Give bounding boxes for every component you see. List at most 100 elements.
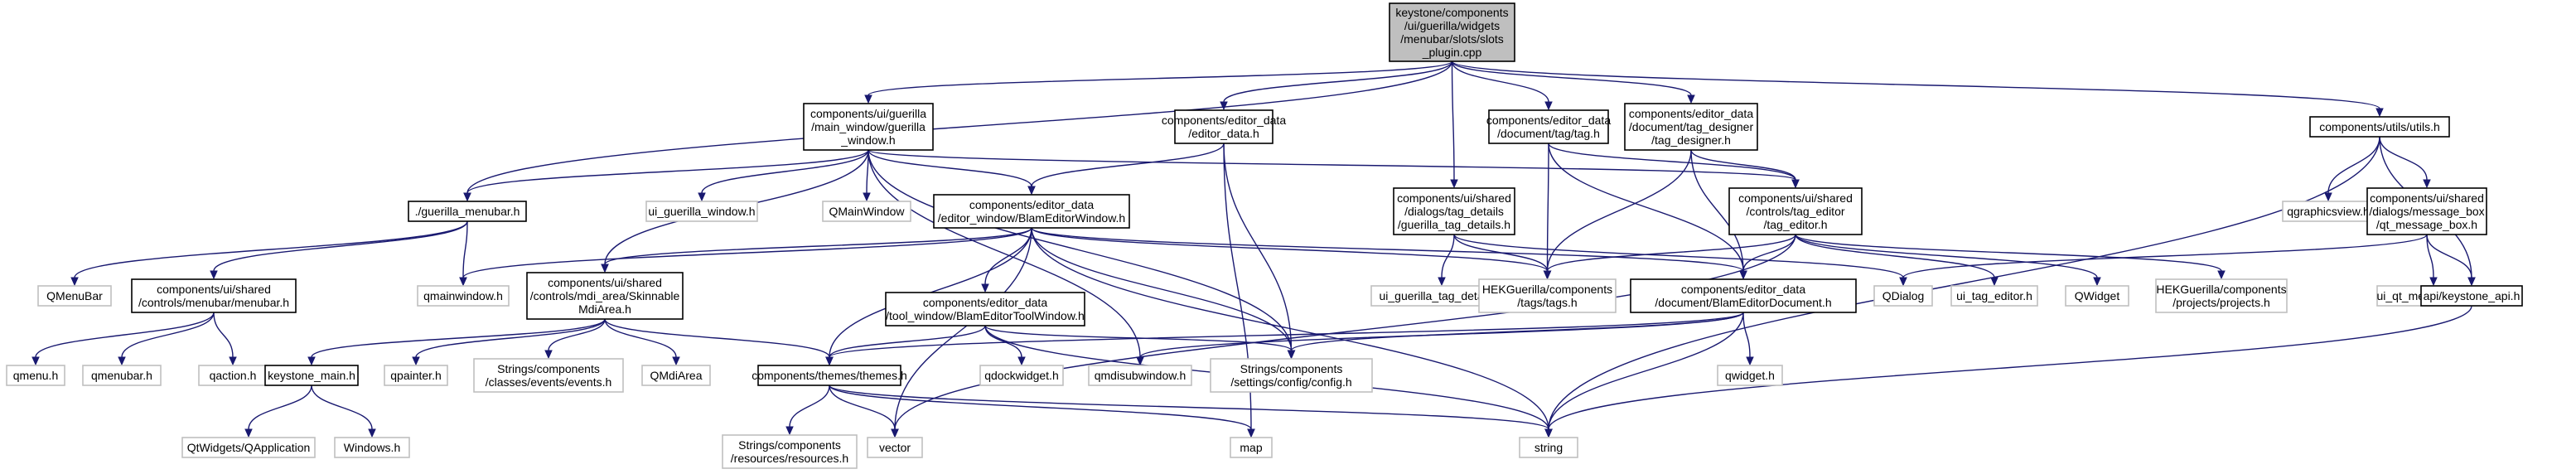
edge-line: [35, 312, 215, 358]
node-label-line: qgraphicsview.h: [2287, 205, 2370, 218]
node-message_box[interactable]: components/ui/shared/dialogs/message_box…: [2366, 187, 2487, 235]
edge-tag_editor-to-tags: [1543, 234, 1796, 280]
node-guerilla_tag_details[interactable]: components/ui/shared/dialogs/tag_details…: [1393, 187, 1515, 235]
edge-line: [829, 312, 1744, 358]
node-qmenu: qmenu.h: [6, 365, 65, 386]
edge-line: [829, 385, 1252, 430]
edge-line: [248, 385, 312, 430]
node-label-line: components/editor_data: [1629, 107, 1753, 120]
edge-line: [1548, 312, 1744, 430]
edge-blam_editor_window-to-qmainwindow_h: [459, 227, 1032, 287]
node-box: [384, 365, 448, 386]
node-label-line: components/ui/shared: [548, 276, 662, 289]
edge-arrowhead: [2429, 277, 2438, 287]
node-menubar[interactable]: components/ui/shared/controls/menubar/me…: [131, 278, 297, 313]
edge-line: [868, 149, 1293, 351]
node-qwidget_h: qwidget.h: [1717, 365, 1783, 386]
edge-line: [1441, 234, 1455, 278]
node-keystone_main[interactable]: keystone_main.h: [264, 365, 359, 386]
edge-line: [1546, 143, 1549, 272]
edge-guerilla_tag_details-to-qdialog: [1453, 234, 1907, 287]
edge-main_window-to-ui_guerilla_window: [698, 149, 869, 202]
node-qdialog: QDialog: [1873, 285, 1933, 307]
node-tag_designer[interactable]: components/editor_data/document/tag_desi…: [1624, 103, 1758, 151]
nodes-layer: keystone/components/ui/guerilla/widgets/…: [6, 2, 2523, 469]
edge-line: [1451, 60, 2380, 109]
node-root[interactable]: keystone/components/ui/guerilla/widgets/…: [1389, 2, 1515, 62]
node-guerilla_menubar[interactable]: ./guerilla_menubar.h: [408, 201, 527, 222]
node-tags: HEKGuerilla/components/tags/tags.h: [1478, 278, 1617, 313]
node-skinnable[interactable]: components/ui/shared/controls/mdi_area/S…: [526, 272, 684, 320]
node-box: [979, 365, 1064, 386]
edge-guerilla_tag_details-to-ui_tag_details: [1438, 234, 1455, 287]
edge-guerilla_menubar-to-qmainwindow_h: [459, 220, 468, 287]
edge-line: [868, 60, 1453, 96]
node-label-line: QMdiArea: [650, 369, 702, 382]
edge-arrowhead: [2467, 277, 2476, 287]
edge-arrowhead: [2093, 277, 2101, 287]
node-tag_editor[interactable]: components/ui/shared/controls/tag_editor…: [1728, 187, 1863, 235]
node-box: [417, 285, 510, 307]
edge-line: [213, 312, 234, 358]
edge-main_window-to-blam_editor_window: [868, 149, 1036, 196]
edge-arrowhead: [698, 192, 706, 202]
edge-tag_editor-to-ui_tag_editor: [1795, 234, 1998, 287]
edge-arrowhead: [1739, 270, 1747, 280]
edge-skinnable-to-qmdiarea: [604, 318, 680, 366]
edge-line: [604, 318, 830, 358]
node-box: [641, 365, 711, 386]
node-qgraphicsview: qgraphicsview.h: [2282, 201, 2375, 222]
edge-blam_document-to-config: [1287, 312, 1744, 360]
edge-line: [894, 234, 1796, 430]
node-label-line: components/editor_data: [1486, 114, 1611, 127]
node-label-line: /dialogs/tag_details: [1404, 205, 1504, 218]
edge-main_window-to-tag_editor: [868, 149, 1800, 189]
node-label-line: components/editor_data: [969, 198, 1094, 211]
edge-line: [1548, 305, 2472, 430]
edge-arrowhead: [1791, 179, 1800, 189]
node-label-line: qmdisubwindow.h: [1095, 369, 1187, 382]
edge-main_window-to-guerilla_menubar: [463, 149, 869, 202]
edge-line: [1795, 234, 2222, 272]
node-blam_editor_window[interactable]: components/editor_data/editor_window/Bla…: [933, 194, 1130, 229]
edge-arrowhead: [1136, 356, 1144, 366]
edge-arrowhead: [244, 428, 253, 438]
node-label-line: /dialogs/message_box: [2369, 205, 2484, 218]
edge-line: [1031, 143, 1225, 187]
edge-tag_editor-to-blam_document: [1739, 234, 1796, 280]
node-label-line: QMainWindow: [829, 205, 905, 218]
node-box: [37, 285, 112, 307]
node-box: [82, 365, 162, 386]
node-label-line: qwidget.h: [1725, 369, 1775, 382]
edge-line: [1453, 234, 1904, 278]
edge-arrowhead: [1543, 270, 1552, 280]
edge-arrowhead: [864, 94, 872, 104]
node-utils[interactable]: components/utils/utils.h: [2309, 116, 2450, 138]
node-blam_document[interactable]: components/editor_data/document/BlamEdit…: [1630, 278, 1857, 313]
edge-line: [2379, 136, 2428, 181]
node-blam_tool_window[interactable]: components/editor_data/tool_window/BlamE…: [885, 292, 1085, 326]
edge-arrowhead: [2217, 270, 2226, 280]
node-label-line: /document/tag_designer: [1629, 120, 1754, 133]
node-tag[interactable]: components/editor_data/document/tag/tag.…: [1486, 109, 1611, 144]
edge-line: [311, 318, 606, 358]
node-qmdisubwindow: qmdisubwindow.h: [1088, 365, 1192, 386]
node-keystone_api[interactable]: api/keystone_api.h: [2420, 285, 2523, 307]
node-qpainter: qpainter.h: [384, 365, 448, 386]
node-themes[interactable]: components/themes/themes.h: [752, 365, 907, 386]
edge-line: [868, 149, 1796, 181]
node-box: [1717, 365, 1783, 386]
edge-line: [829, 385, 1549, 430]
node-label-line: /classes/events/events.h: [486, 375, 612, 389]
node-resources: Strings/components/resources/resources.h: [722, 434, 858, 469]
node-editor_data[interactable]: components/editor_data/editor_data.h: [1162, 109, 1286, 144]
node-main_window[interactable]: components/ui/guerilla/main_window/gueri…: [803, 103, 934, 151]
node-label-line: /tags/tags.h: [1517, 296, 1577, 309]
node-label-line: qmenu.h: [13, 369, 58, 382]
edge-line: [311, 385, 373, 430]
edge-line: [1546, 149, 1692, 272]
node-box: [1393, 187, 1515, 235]
edge-skinnable-to-keystone_main: [307, 318, 606, 366]
edge-line: [1031, 227, 1744, 272]
node-label-line: /document/tag/tag.h: [1497, 127, 1600, 140]
